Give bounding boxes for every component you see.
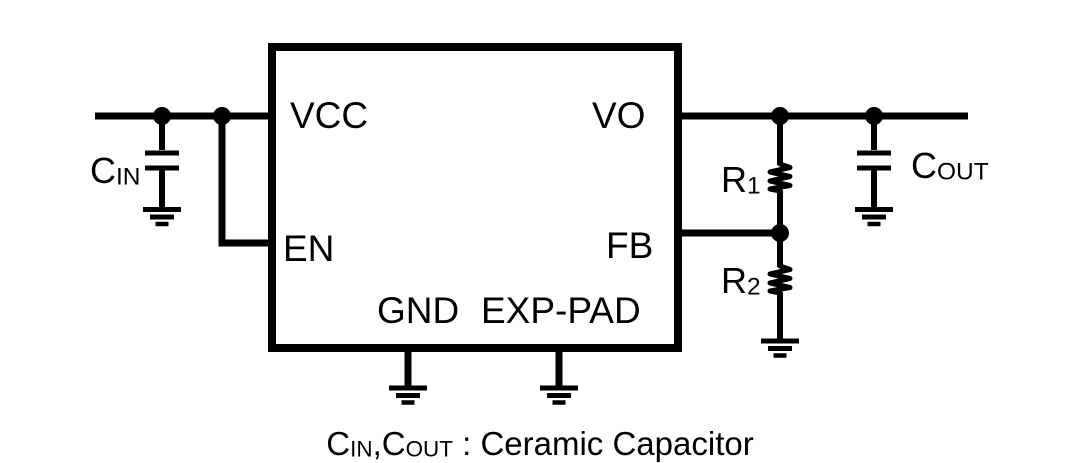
junction-dot-cout bbox=[865, 107, 883, 125]
ic-body bbox=[268, 43, 682, 352]
cin-label-main: C bbox=[90, 150, 116, 191]
r2-label-main: R bbox=[721, 260, 747, 301]
pin-label-en: EN bbox=[283, 228, 335, 269]
r1-label: R1 bbox=[721, 162, 761, 199]
caption-cin-main: C bbox=[326, 425, 351, 462]
junction-dots bbox=[153, 107, 883, 242]
junction-dot-fb bbox=[771, 224, 789, 242]
pin-label-fb: FB bbox=[606, 225, 654, 266]
junction-dot-en bbox=[213, 107, 231, 125]
caption-cout-sub: OUT bbox=[405, 436, 453, 462]
r1-label-main: R bbox=[721, 159, 747, 200]
caption-cin-sub: IN bbox=[350, 436, 373, 462]
cin-capacitor-symbol bbox=[145, 116, 179, 208]
ground-symbol-r2 bbox=[761, 338, 799, 358]
cout-label-sub: OUT bbox=[937, 158, 989, 186]
cin-label: CIN bbox=[90, 153, 140, 190]
caption-cout-main: C bbox=[381, 425, 406, 462]
ground-symbol-cin bbox=[143, 207, 181, 227]
junction-dot-cin bbox=[153, 107, 171, 125]
pin-label-gnd: GND bbox=[377, 290, 460, 331]
r1-zigzag bbox=[767, 161, 793, 194]
pin-label-vo: VO bbox=[592, 95, 646, 136]
pin-label-vcc: VCC bbox=[290, 95, 369, 136]
cout-label: COUT bbox=[911, 148, 989, 185]
cout-capacitor-symbol bbox=[857, 116, 891, 208]
caption-separator: , bbox=[372, 425, 382, 462]
ground-symbol-cout bbox=[855, 207, 893, 227]
pin-label-exp-pad: EXP-PAD bbox=[481, 290, 641, 331]
junction-dot-r1 bbox=[771, 107, 789, 125]
caption-text: : Ceramic Capacitor bbox=[452, 425, 754, 462]
ground-symbol-exp-pad bbox=[540, 385, 578, 405]
r1-label-sub: 1 bbox=[747, 172, 761, 200]
r2-resistor-symbol bbox=[767, 233, 793, 340]
r1-resistor-symbol bbox=[767, 116, 793, 233]
cout-label-main: C bbox=[911, 145, 937, 186]
caption-note: CIN,COUT : Ceramic Capacitor bbox=[0, 427, 1080, 461]
wire-en-branch bbox=[218, 116, 276, 247]
r2-label: R2 bbox=[721, 263, 761, 300]
cin-label-sub: IN bbox=[116, 163, 141, 191]
r2-zigzag bbox=[767, 263, 793, 296]
ground-symbol-gnd bbox=[389, 385, 427, 405]
r2-label-sub: 2 bbox=[747, 273, 761, 301]
